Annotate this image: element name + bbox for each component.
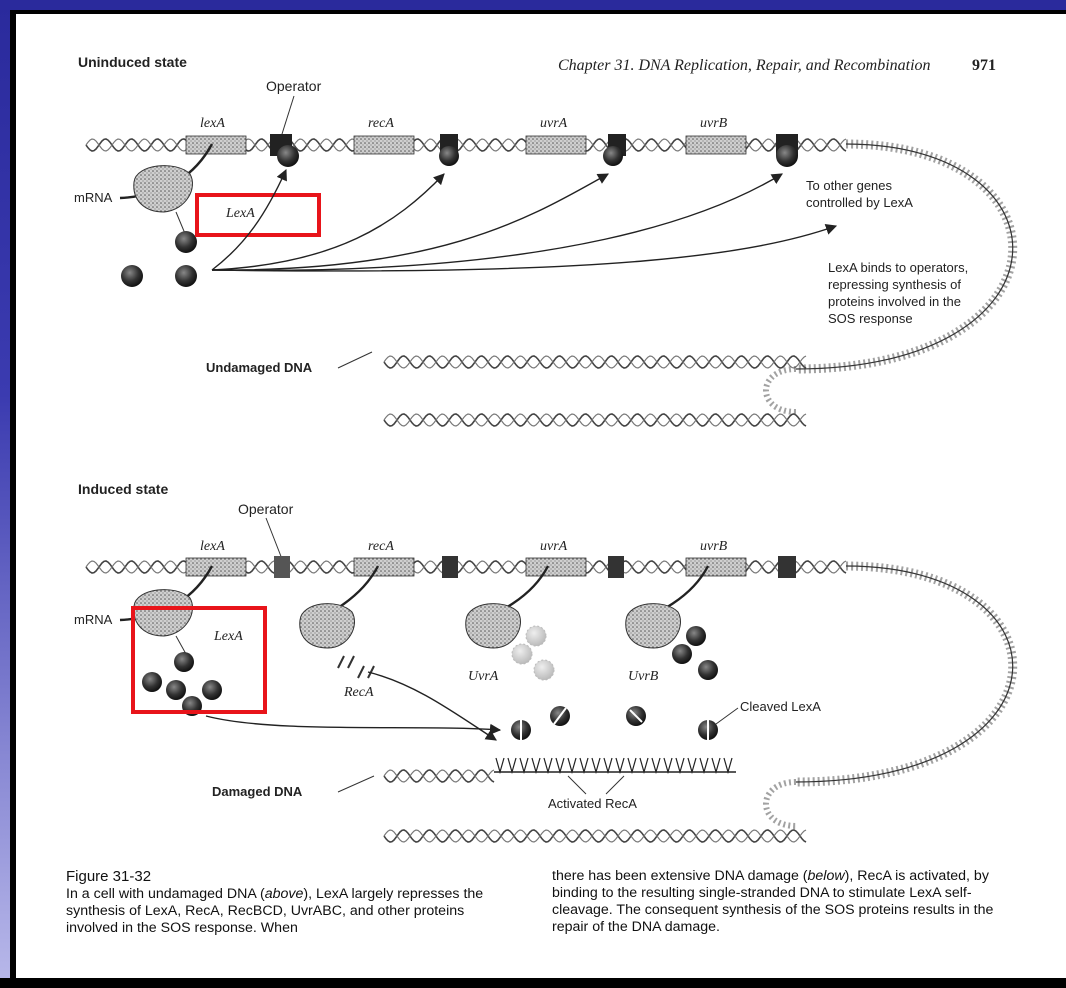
uninduced-arrows	[212, 170, 836, 271]
gene-reca-block	[354, 136, 414, 154]
gene-label-reca: recA	[368, 116, 394, 131]
lexa-bound-icon	[603, 146, 623, 166]
binding-note-line2: repressing synthesis of	[828, 277, 961, 292]
induced-gene-label-lexa: lexA	[200, 539, 225, 554]
operator-label: Operator	[266, 78, 322, 94]
induced-lexa-proteins	[142, 652, 222, 716]
uninduced-section-title: Uninduced state	[78, 54, 187, 70]
highlight-box-uninduced	[197, 195, 319, 235]
uvrb-label: UvrB	[628, 669, 659, 684]
mrna-label: mRNA	[74, 190, 113, 205]
binding-note-line4: SOS response	[828, 311, 913, 326]
binding-note-line3: proteins involved in the	[828, 294, 961, 309]
lexa-bound-icon	[776, 145, 798, 167]
page-number: 971	[972, 57, 996, 74]
induced-gene-label-uvra: uvrA	[540, 539, 568, 554]
gene-uvrb-block	[686, 136, 746, 154]
lexa-protein-icon	[175, 231, 197, 253]
gene-label-lexa: lexA	[200, 116, 225, 131]
lexa-bound-icon	[277, 145, 299, 167]
gene-label-uvra: uvrA	[540, 116, 568, 131]
uvrb-proteins	[672, 626, 718, 680]
bottom-frame-bar	[0, 978, 1066, 988]
induced-operator-label: Operator	[238, 501, 294, 517]
textbook-page: Uninduced state Chapter 31. DNA Replicat…	[10, 10, 1066, 988]
damaged-dna-label: Damaged DNA	[212, 784, 303, 799]
induced-genes	[186, 556, 796, 578]
induced-gene-label-reca: recA	[368, 539, 394, 554]
uninduced-genes	[186, 134, 798, 167]
caption-left-text-2: above	[265, 886, 304, 902]
activated-reca-label: Activated RecA	[548, 796, 637, 811]
induced-mrna-label: mRNA	[74, 612, 113, 627]
induced-gene-label-uvrb: uvrB	[700, 539, 728, 554]
reca-label: RecA	[343, 685, 374, 700]
lexa-protein-icon	[121, 265, 143, 287]
caption-right-text-2: below	[808, 868, 845, 884]
uvra-label: UvrA	[468, 669, 499, 684]
gene-uvra-block	[526, 136, 586, 154]
lexa-protein-icon	[175, 265, 197, 287]
figure-number: Figure 31-32	[66, 868, 151, 885]
running-title: Chapter 31. DNA Replication, Repair, and…	[558, 57, 931, 74]
caption-right: there has been extensive DNA damage (bel…	[552, 868, 1022, 936]
gene-label-uvrb: uvrB	[700, 116, 728, 131]
gene-lexa-block	[186, 136, 246, 154]
other-genes-note-line1: To other genes	[806, 178, 893, 193]
caption-left: Figure 31-32 In a cell with undamaged DN…	[66, 868, 510, 937]
ribosome-icon	[134, 166, 193, 212]
induced-section-title: Induced state	[78, 481, 168, 497]
induced-lexa-label: LexA	[213, 629, 243, 644]
undamaged-dna-label: Undamaged DNA	[206, 360, 313, 375]
lexa-bound-icon	[439, 146, 459, 166]
cleaved-lexa-proteins	[511, 706, 718, 740]
lexa-label: LexA	[225, 206, 255, 221]
cleaved-lexa-label: Cleaved LexA	[740, 699, 821, 714]
activated-reca-strand	[494, 758, 736, 772]
caption-right-text-1: there has been extensive DNA damage (	[552, 868, 808, 884]
uvra-proteins	[512, 626, 554, 680]
reca-fragments	[338, 656, 374, 678]
other-genes-note-line2: controlled by LexA	[806, 195, 913, 210]
binding-note-line1: LexA binds to operators,	[828, 260, 968, 275]
caption-left-text-1: In a cell with undamaged DNA (	[66, 886, 265, 902]
sos-response-diagram: Uninduced state Chapter 31. DNA Replicat…	[16, 14, 1066, 988]
